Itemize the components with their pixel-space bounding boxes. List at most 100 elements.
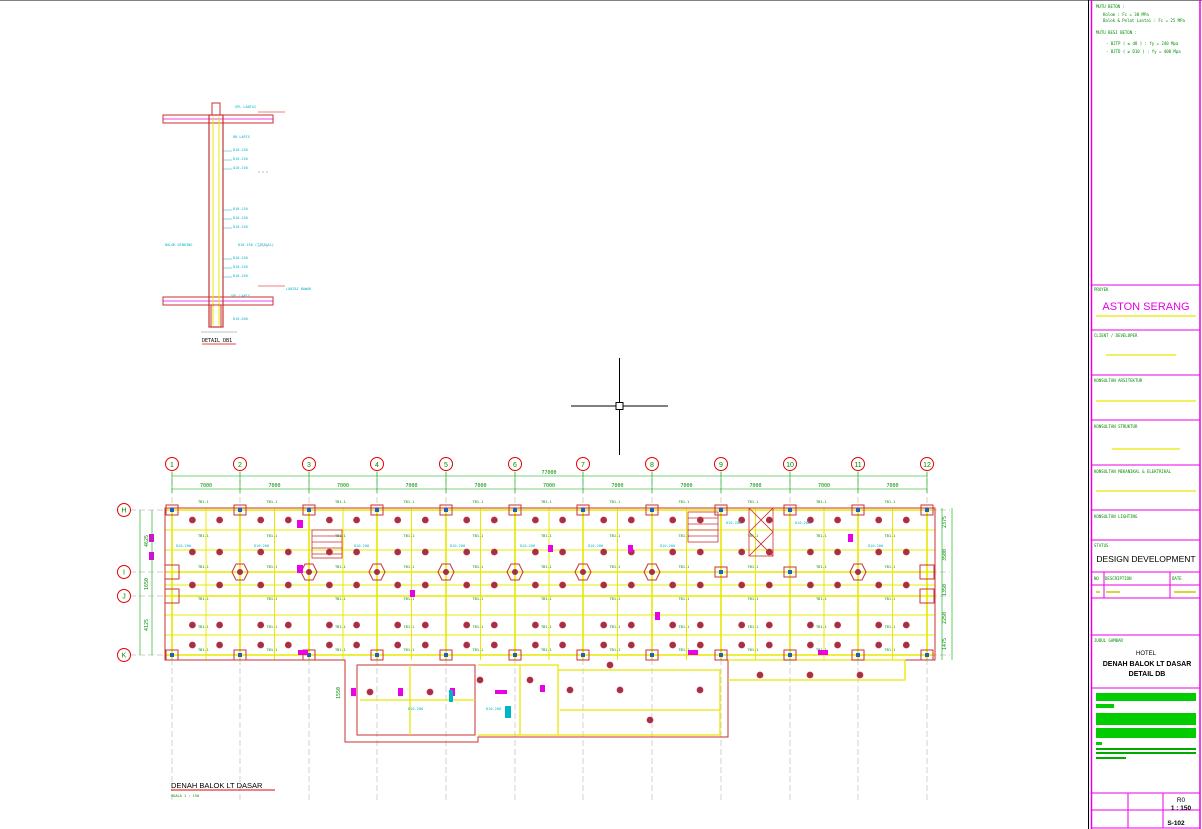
pile xyxy=(325,641,333,649)
pile xyxy=(756,671,764,679)
rebar-tag: D10-200 xyxy=(408,707,423,711)
pile xyxy=(490,516,498,524)
column xyxy=(576,649,590,661)
pile xyxy=(394,516,402,524)
pile xyxy=(738,621,746,629)
beam-tag: TB1-1 xyxy=(610,648,621,652)
pile xyxy=(532,641,539,649)
axis-bubble xyxy=(117,589,131,603)
beam-tag: TB1-1 xyxy=(816,534,827,538)
pile xyxy=(188,581,196,589)
axis-bubble xyxy=(851,457,865,471)
pile xyxy=(421,516,429,524)
pile xyxy=(738,516,746,524)
axis-label: 1 xyxy=(170,462,174,469)
column-core xyxy=(580,569,586,575)
pile xyxy=(669,641,677,649)
pile xyxy=(394,621,402,629)
column xyxy=(165,504,179,516)
pile xyxy=(834,641,841,649)
axis-bubble xyxy=(576,457,590,471)
axis-label: 12 xyxy=(923,462,931,469)
dim-bay: 7000 xyxy=(680,483,692,489)
pile xyxy=(216,581,224,589)
pile xyxy=(627,581,635,589)
dim-right: 2375 xyxy=(942,516,948,528)
pile xyxy=(463,641,471,649)
pile xyxy=(627,621,635,629)
pile xyxy=(875,621,883,629)
dim-bay: 7000 xyxy=(200,483,212,489)
pile xyxy=(600,516,608,524)
axis-bubble xyxy=(508,457,522,471)
lighting-label: KONSULTAN LIGHTING xyxy=(1094,514,1138,519)
svg-text:D10-200: D10-200 xyxy=(233,317,248,321)
axis-bubble xyxy=(370,457,384,471)
beam-tag: TB1-1 xyxy=(541,565,552,569)
mekanikal-label: KONSULTAN MEKANIKAL & ELEKTRIKAL xyxy=(1094,469,1172,474)
consultant-logo xyxy=(1096,693,1196,759)
pile xyxy=(476,676,484,684)
svg-text:D10-150: D10-150 xyxy=(233,265,248,269)
beam-tag: TB1-1 xyxy=(473,625,484,629)
pile xyxy=(526,676,534,684)
pile xyxy=(600,621,608,629)
axis-label: 8 xyxy=(650,462,654,469)
column xyxy=(783,649,797,661)
column-core xyxy=(443,569,449,575)
axis-label: 3 xyxy=(307,462,311,469)
pile xyxy=(532,548,539,556)
column xyxy=(439,649,453,661)
svg-text:B0 LAPIS: B0 LAPIS xyxy=(233,135,250,139)
axis-label: I xyxy=(123,570,125,577)
column-core xyxy=(307,653,311,657)
pile xyxy=(600,548,608,556)
svg-text:D10-150: D10-150 xyxy=(233,207,248,211)
beam-tag: TB1-1 xyxy=(610,565,621,569)
column-core xyxy=(238,508,242,512)
pile xyxy=(532,581,539,589)
column-hex xyxy=(506,563,524,581)
column-core xyxy=(719,570,723,574)
beam-tag: TB1-1 xyxy=(610,625,621,629)
pile xyxy=(188,621,196,629)
axis-label: 7 xyxy=(581,462,585,469)
beam-tag: TB1-1 xyxy=(541,625,552,629)
pile xyxy=(325,548,333,556)
beam-tag: TB1-1 xyxy=(679,648,690,652)
dim-bay: 7000 xyxy=(268,483,280,489)
dim-bay: 7000 xyxy=(474,483,486,489)
axis-label: 2 xyxy=(238,462,242,469)
column-hex xyxy=(437,563,455,581)
beam-tag: TB1-1 xyxy=(198,597,209,601)
pile xyxy=(807,516,814,524)
pile xyxy=(257,641,265,649)
beam-tag: TB1-1 xyxy=(885,534,896,538)
beam-tag: TB1-1 xyxy=(748,565,759,569)
column-core xyxy=(719,653,723,657)
pile xyxy=(353,581,361,589)
beam-tag: TB1-1 xyxy=(679,625,690,629)
pile xyxy=(627,516,635,524)
axis-bubble xyxy=(117,565,131,579)
pile xyxy=(284,641,292,649)
column xyxy=(508,504,522,516)
pile xyxy=(806,671,814,679)
beam-tag: TB1-1 xyxy=(473,648,484,652)
column-hex xyxy=(574,563,592,581)
plan-title: DENAH BALOK LT DASAR xyxy=(171,781,263,790)
pile xyxy=(875,516,883,524)
beam-tag: TB1-1 xyxy=(404,565,415,569)
column-core xyxy=(444,653,448,657)
axis-label: 9 xyxy=(719,462,723,469)
column-core xyxy=(925,508,929,512)
pile xyxy=(559,641,566,649)
svg-text:D10-150: D10-150 xyxy=(233,274,248,278)
column xyxy=(576,504,590,516)
beam-tag: TB1-1 xyxy=(816,625,827,629)
dim-bay: 7000 xyxy=(337,483,349,489)
beam-tag: TB1-1 xyxy=(404,597,415,601)
beam-tag: TB1-1 xyxy=(198,625,209,629)
svg-text:D10-150: D10-150 xyxy=(233,148,248,152)
